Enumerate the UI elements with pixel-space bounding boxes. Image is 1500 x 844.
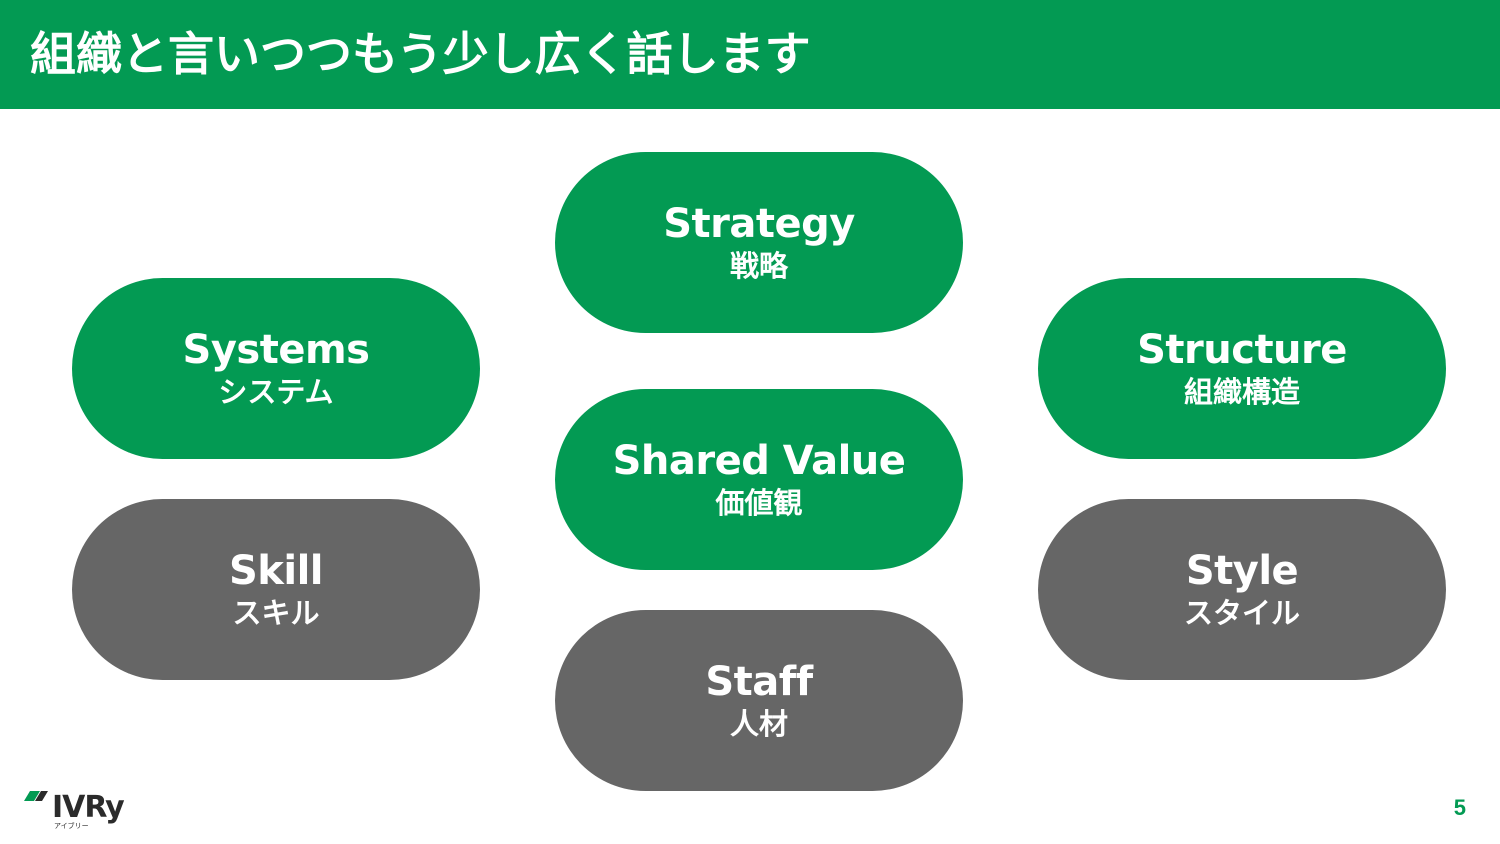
page-number: 5 (1453, 795, 1466, 820)
pill-systems-en: Systems (182, 327, 370, 373)
pill-systems: Systems システム (72, 278, 480, 459)
pill-shared-value-ja: 価値観 (715, 486, 803, 520)
pill-structure-en: Structure (1137, 327, 1347, 373)
pill-strategy: Strategy 戦略 (555, 152, 963, 333)
slide-title: 組織と言いつつもう少し広く話します (30, 27, 811, 81)
pill-skill-ja: スキル (232, 596, 320, 630)
pill-style-ja: スタイル (1183, 596, 1300, 630)
pill-strategy-ja: 戦略 (729, 249, 788, 283)
pill-shared-value-en: Shared Value (612, 438, 906, 484)
pill-strategy-en: Strategy (663, 201, 855, 247)
ivry-logo: IVRy アイブリー (24, 788, 144, 832)
pill-staff-ja: 人材 (729, 707, 788, 741)
pill-staff: Staff 人材 (555, 610, 963, 791)
pill-skill: Skill スキル (72, 499, 480, 680)
pill-structure: Structure 組織構造 (1038, 278, 1446, 459)
pill-style-en: Style (1185, 548, 1299, 594)
logo-mark-icon (24, 791, 48, 801)
pill-staff-en: Staff (705, 659, 813, 705)
pill-skill-en: Skill (228, 548, 324, 594)
logo-subtext: アイブリー (54, 822, 89, 830)
logo-wordmark: IVRy (52, 790, 125, 825)
pill-structure-ja: 組織構造 (1183, 375, 1300, 409)
pill-shared-value: Shared Value 価値観 (555, 389, 963, 570)
header-bar: 組織と言いつつもう少し広く話します (0, 0, 1500, 109)
pill-systems-ja: システム (218, 375, 334, 409)
pill-style: Style スタイル (1038, 499, 1446, 680)
